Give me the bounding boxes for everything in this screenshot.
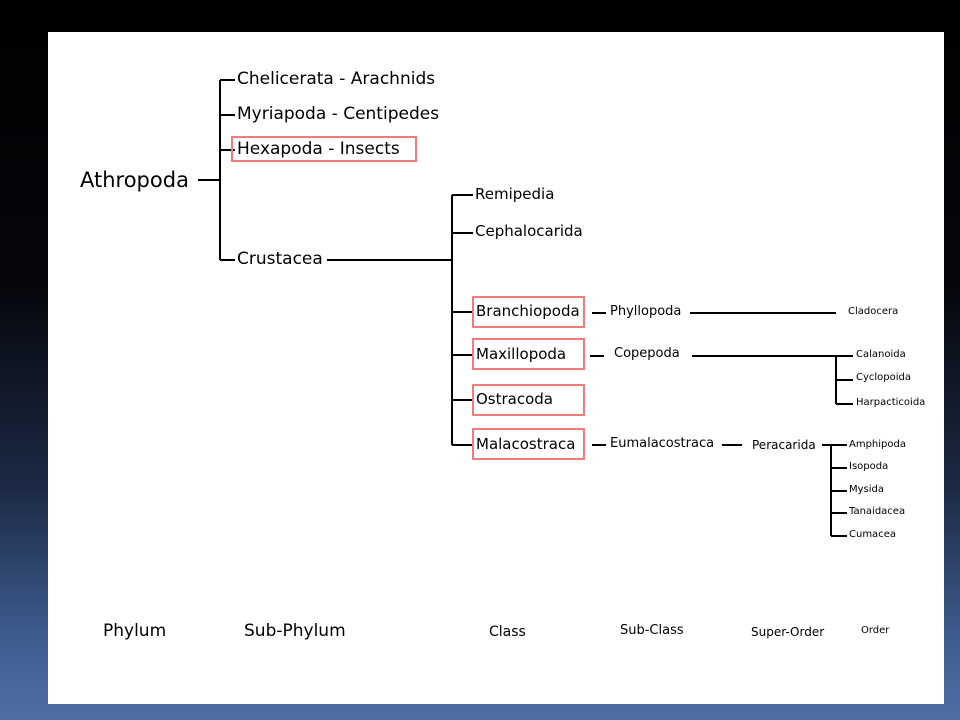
highlight-box-maxillopoda [472,338,585,370]
node-phylum-athropoda: Athropoda [80,168,189,192]
node-subclass-phyllopoda: Phyllopoda [610,304,682,319]
rank-label-subclass: Sub-Class [620,623,684,638]
rank-label-order: Order [861,625,890,636]
node-subphylum-chelicerata: Chelicerata - Arachnids [237,69,436,89]
highlight-box-ostracoda [472,384,585,416]
node-class-maxillopoda: Maxillopoda [476,345,567,363]
node-order-isopoda: Isopoda [849,461,889,472]
node-order-calanoida: Calanoida [856,349,906,360]
node-subclass-eumalacostraca: Eumalacostraca [610,436,715,451]
node-order-harpacticoida: Harpacticoida [856,397,926,408]
node-subphylum-hexapoda: Hexapoda - Insects [237,139,400,159]
node-class-cephalocarida: Cephalocarida [475,222,583,240]
node-class-remipedia: Remipedia [475,185,555,203]
node-order-tanaidacea: Tanaidacea [849,506,906,517]
node-order-mysida: Mysida [849,484,885,495]
node-subphylum-crustacea: Crustacea [237,249,323,269]
node-order-cyclopoida: Cyclopoida [856,372,912,383]
rank-label-phylum: Phylum [103,621,167,641]
node-order-cumacea: Cumacea [849,529,896,540]
rank-label-subphylum: Sub-Phylum [244,621,346,641]
highlight-box-malacostraca [472,428,585,460]
highlight-box-hexapoda [231,136,417,162]
node-subphylum-myriapoda: Myriapoda - Centipedes [237,104,440,124]
node-class-ostracoda: Ostracoda [476,390,553,408]
rank-label-class: Class [489,624,526,640]
node-superorder-peracarida: Peracarida [752,438,816,452]
rank-label-superorder: Super-Order [751,625,825,639]
node-order-cladocera: Cladocera [848,306,899,317]
highlight-box-branchiopoda [472,296,585,328]
node-subclass-copepoda: Copepoda [614,346,680,361]
node-class-branchiopoda: Branchiopoda [476,302,580,320]
node-order-amphipoda: Amphipoda [849,439,906,450]
node-class-malacostraca: Malacostraca [476,435,576,453]
